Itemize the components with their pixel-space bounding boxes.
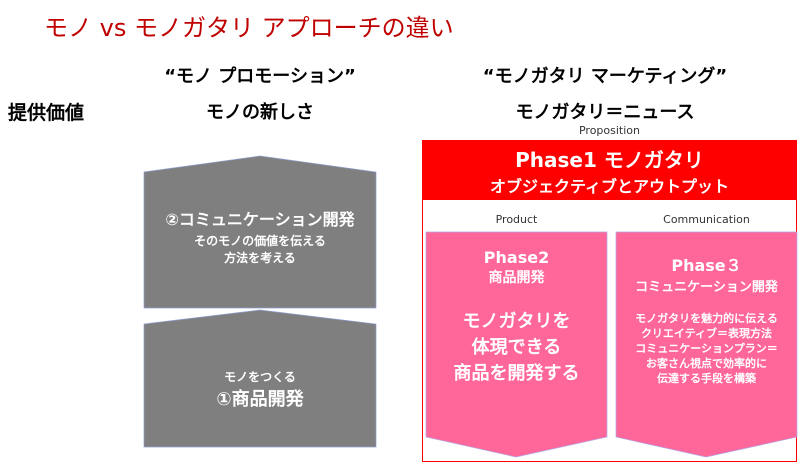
- communication-label: Communication: [663, 213, 750, 226]
- phase2-title: Phase2: [483, 248, 550, 267]
- box2-title: ②コミュニケーション開発: [165, 210, 355, 229]
- phase2-line: モノガタリを: [462, 311, 571, 332]
- left-value: モノの新しさ: [206, 102, 314, 123]
- communication-dev-pentagon: [143, 155, 377, 309]
- phase1-header-bg: [422, 140, 797, 200]
- phase3-box: Phase３ コミュニケーション開発 モノガタリを魅力的に伝える クリエイティブ…: [616, 252, 797, 386]
- phase3-line: お客さん視点で効率的に: [646, 357, 767, 370]
- right-heading: “モノガタリ マーケティング”: [482, 66, 728, 87]
- left-heading: “モノ プロモーション”: [164, 66, 356, 87]
- phase3-line: モノガタリを魅力的に伝える: [635, 312, 778, 325]
- product-dev-box: モノをつくる ①商品開発: [144, 368, 376, 411]
- box2-line: 方法を考える: [224, 251, 296, 265]
- phase2-line: 商品を開発する: [453, 363, 580, 384]
- phase3-title: Phase３: [671, 256, 742, 275]
- right-value: モノガタリ＝ニュース: [515, 102, 695, 123]
- phase3-line: コミュニケーションプラン＝: [635, 342, 778, 355]
- box1-title: ①商品開発: [216, 389, 304, 410]
- slide-title: モノ vs モノガタリ アプローチの違い: [44, 14, 454, 42]
- communication-dev-box: ②コミュニケーション開発 そのモノの価値を伝える 方法を考える: [144, 206, 376, 266]
- proposition-label: Proposition: [578, 124, 641, 137]
- product-label: Product: [495, 213, 538, 226]
- phase3-line: 伝達する手段を構築: [657, 372, 756, 385]
- phase3-subtitle: コミュニケーション開発: [635, 280, 778, 295]
- box1-sub: モノをつくる: [224, 370, 296, 384]
- row-label: 提供価値: [8, 102, 85, 124]
- product-dev-pentagon: [143, 309, 377, 448]
- phase1-subtitle: オブジェクティブとアウトプット: [489, 177, 730, 196]
- phase2-line: 体現できる: [471, 337, 562, 358]
- phase1-title: Phase1 モノガタリ: [515, 148, 704, 172]
- phase3-line: クリエイティブ＝表現方法: [640, 327, 773, 340]
- phase3-chevron: [615, 231, 798, 458]
- box2-line: そのモノの価値を伝える: [194, 234, 326, 248]
- phase2-box: Phase2 商品開発 モノガタリを 体現できる 商品を開発する: [426, 248, 607, 387]
- phase2-chevron: [425, 231, 608, 458]
- phase2-subtitle: 商品開発: [488, 270, 545, 286]
- phase1-header: Phase1 モノガタリ オブジェクティブとアウトプット: [422, 144, 797, 197]
